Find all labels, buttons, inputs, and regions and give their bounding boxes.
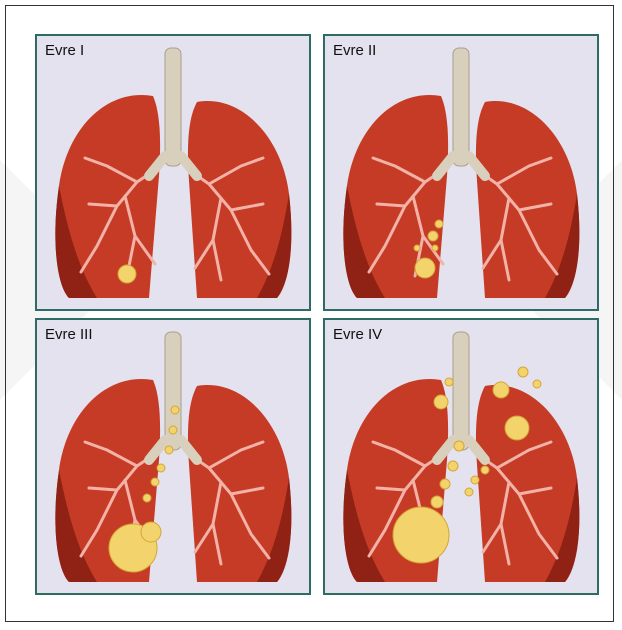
stage-3-label: Evre III xyxy=(45,326,93,343)
stage-4-panel: Evre IV xyxy=(323,318,599,595)
lung-illustration-stage-2 xyxy=(325,36,597,309)
lung-illustration-stage-4 xyxy=(325,320,597,593)
stage-1-panel: Evre I xyxy=(35,34,311,311)
stage-3-panel: Evre III xyxy=(35,318,311,595)
lung-illustration-stage-3 xyxy=(37,320,309,593)
stage-1-label: Evre I xyxy=(45,42,84,59)
tumor xyxy=(118,265,136,283)
stage-2-label: Evre II xyxy=(333,42,376,59)
stage-2-panel: Evre II xyxy=(323,34,599,311)
stage-4-label: Evre IV xyxy=(333,326,382,343)
lung-illustration-stage-1 xyxy=(37,36,309,309)
